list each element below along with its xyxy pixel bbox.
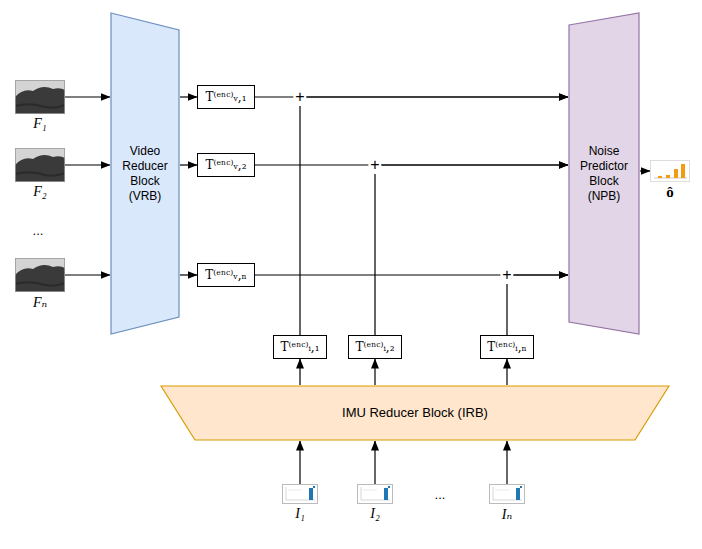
video-frame: F₁ (15, 80, 65, 134)
output-plot-icon (650, 160, 690, 182)
imu-plot-icon (357, 484, 393, 504)
token-box: T⁽ᵉⁿᶜ⁾ᵢ,₂ (348, 335, 402, 359)
arrow-connector (180, 274, 197, 275)
imu-plot-icon (282, 484, 318, 504)
video-frame: F₂ (15, 148, 65, 202)
arrow-connector (299, 359, 300, 385)
imu-plot-icon (489, 484, 525, 504)
node-text: T⁽ᵉⁿᶜ⁾ᵥ,₁ (206, 90, 247, 104)
node-text: Fₙ (33, 295, 47, 310)
node-text: T⁽ᵉⁿᶜ⁾ᵢ,₁ (281, 340, 320, 354)
imu-sample: I₁ (282, 484, 318, 530)
node-text: T⁽ᵉⁿᶜ⁾ᵥ,ₙ (205, 268, 246, 282)
arrow-connector (180, 96, 197, 97)
arrow-connector (375, 165, 568, 335)
arrow-connector (65, 274, 110, 275)
arrow-connector (65, 164, 110, 165)
arrow-connector (65, 96, 110, 97)
trapezoid-shape (569, 13, 639, 334)
token-box: T⁽ᵉⁿᶜ⁾ᵢ,ₙ (480, 335, 534, 359)
reducer-block: IMU Reducer Block (IRB) (160, 385, 670, 441)
sum-symbol: + (500, 266, 513, 284)
arrow-connector (374, 359, 375, 385)
reducer-block: Video Reducer Block (VRB) (110, 12, 180, 335)
node-text: T⁽ᵉⁿᶜ⁾ᵢ,ₙ (487, 340, 526, 354)
token-box: T⁽ᵉⁿᶜ⁾ᵥ,ₙ (197, 263, 255, 287)
node-text: F₁ (33, 116, 46, 131)
node-text: T⁽ᵉⁿᶜ⁾ᵢ,₂ (356, 340, 395, 354)
node-text: ô (666, 184, 674, 200)
node-text: I₁ (295, 506, 305, 521)
sum-symbol: + (293, 88, 306, 106)
token-box: T⁽ᵉⁿᶜ⁾ᵥ,₂ (197, 153, 255, 177)
ellipsis: ... (31, 223, 46, 238)
arrow-connector (506, 441, 507, 484)
arrow-connector (180, 164, 197, 165)
node-text: F₂ (33, 184, 46, 199)
node-text: IMU Reducer Block (IRB) (342, 405, 488, 421)
predictor-block: Noise Predictor Block (NPB) (568, 12, 640, 335)
frame-picture (15, 148, 65, 182)
node-text: Noise Predictor Block (NPB) (572, 144, 636, 204)
sum-symbol: + (368, 156, 381, 174)
arrow-connector (506, 359, 507, 385)
output-node: ô (650, 160, 690, 208)
arrow-connector (640, 170, 650, 171)
trapezoid-shape (161, 386, 669, 440)
frame-picture (15, 80, 65, 114)
token-box: T⁽ᵉⁿᶜ⁾ᵢ,₁ (273, 335, 327, 359)
node-text: I₂ (370, 506, 380, 521)
ellipsis: ... (433, 487, 448, 502)
imu-sample: I₂ (357, 484, 393, 530)
imu-sample: Iₙ (489, 484, 525, 530)
arrow-connector (299, 441, 300, 484)
trapezoid-shape (111, 13, 179, 334)
frame-picture (15, 258, 65, 292)
arrow-connector (300, 97, 568, 335)
token-box: T⁽ᵉⁿᶜ⁾ᵥ,₁ (197, 85, 255, 109)
node-text: T⁽ᵉⁿᶜ⁾ᵥ,₂ (206, 158, 247, 172)
node-text: Video Reducer Block (VRB) (114, 144, 176, 204)
arrow-connector (374, 441, 375, 484)
arrow-connector (507, 275, 568, 335)
video-frame: Fₙ (15, 258, 65, 312)
node-text: Iₙ (502, 507, 512, 522)
